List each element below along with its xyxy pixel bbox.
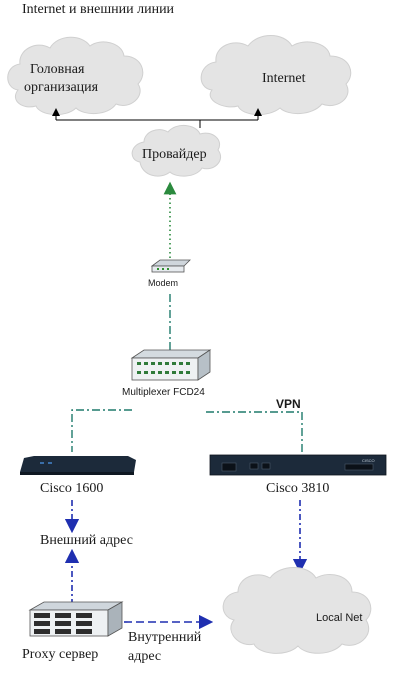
cisco1600-label: Cisco 1600 — [40, 481, 103, 496]
internet-label: Internet — [262, 71, 306, 86]
provider-label: Провайдер — [142, 147, 207, 162]
cisco3810-label: Cisco 3810 — [266, 481, 329, 496]
modem-label: Modem — [148, 278, 178, 288]
internal-address-label-line2: адрес — [128, 649, 161, 664]
multiplexer-label: Multiplexer FCD24 — [122, 387, 205, 398]
uplink-connector — [52, 108, 262, 128]
link-multiplexer-cisco1600 — [71, 409, 132, 452]
cisco3810-device: CISCO Cisco 3810 — [209, 454, 387, 496]
cisco1600-device: Cisco 1600 — [20, 456, 136, 496]
proxy-label: Proxy сервер — [22, 647, 98, 662]
external-address-label: Внешний адрес — [40, 533, 133, 548]
link-multiplexer-cisco3810 — [206, 411, 303, 452]
cisco3810-badge: CISCO — [362, 458, 375, 463]
local-net-label: Local Net — [316, 612, 362, 624]
proxy-server-device: Proxy сервер — [22, 601, 124, 662]
head-office-label-line2: организация — [24, 80, 99, 95]
local-net-cloud: Local Net — [222, 567, 372, 654]
internet-cloud: Internet — [200, 35, 352, 115]
diagram-title: Internet и внешнии линии — [22, 2, 175, 17]
internal-address-label-line1: Внутренний — [128, 630, 202, 645]
provider-cloud: Провайдер — [131, 125, 222, 177]
multiplexer-device: Multiplexer FCD24 — [122, 349, 212, 398]
modem-device: Modem — [148, 259, 191, 288]
head-office-label-line1: Головная — [30, 62, 85, 77]
vpn-label: VPN — [276, 397, 301, 411]
head-office-cloud: Головная организация — [7, 36, 144, 115]
